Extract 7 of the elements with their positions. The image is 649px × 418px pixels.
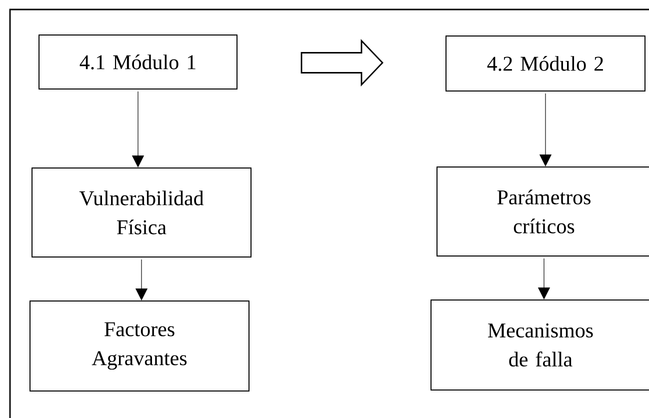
process-box: Factores Agravantes (30, 300, 250, 392)
block-arrow (300, 39, 384, 86)
process-box: Mecanismos de falla (430, 300, 649, 390)
process-box: Vulnerabilidad Física (32, 168, 252, 258)
process-box: 4.2 Módulo 2 (446, 36, 646, 92)
process-box: 4.1 Módulo 1 (38, 34, 238, 90)
process-box: Parámetros críticos (436, 166, 649, 256)
